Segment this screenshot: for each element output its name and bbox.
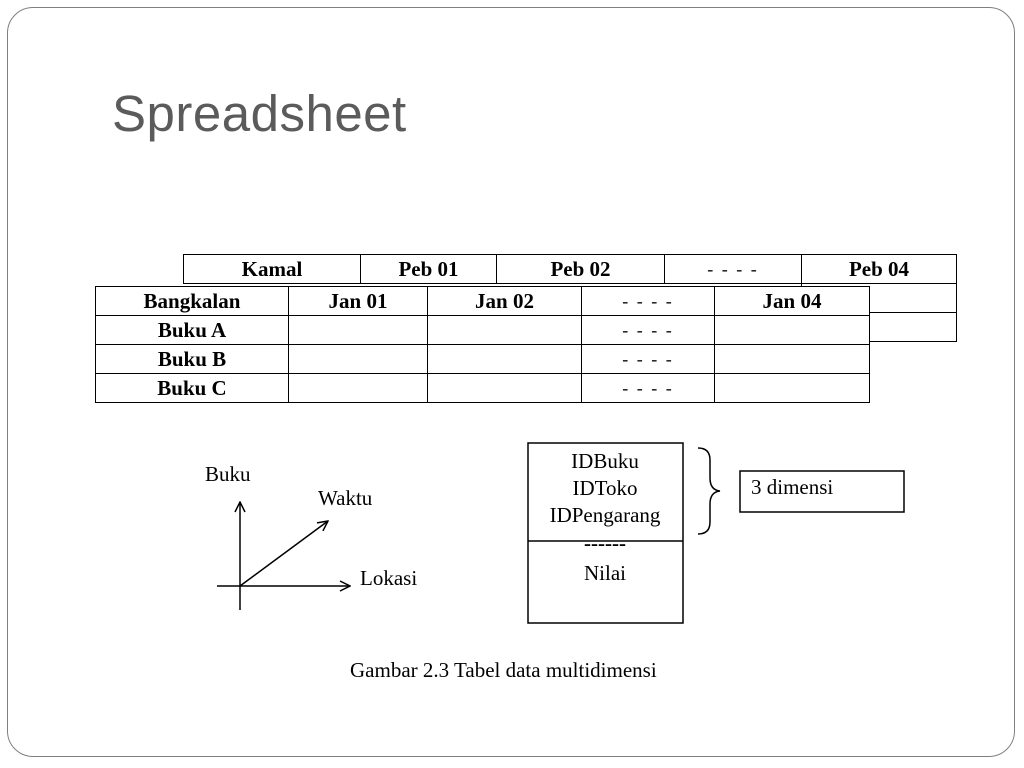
key-item: IDToko — [572, 476, 638, 500]
back-table-cell: Peb 01 — [360, 254, 497, 284]
front-table-cell: Buku C — [95, 373, 289, 403]
slide-frame — [7, 7, 1015, 757]
key-item: IDPengarang — [549, 503, 661, 527]
axis-label-y: Buku — [205, 462, 251, 486]
measure-label: Nilai — [584, 561, 626, 585]
key-separator: ------ — [584, 531, 626, 555]
back-table-cell: - - - - — [664, 254, 802, 284]
back-table: Kamal Peb 01 Peb 02 - - - - Peb 04 — [183, 254, 957, 342]
back-table-cell: Kamal — [183, 254, 361, 284]
diagonal-axis-arrow — [239, 521, 328, 587]
front-table-cell — [714, 315, 870, 345]
back-table-cell: Peb 02 — [496, 254, 665, 284]
dimension-box — [739, 470, 905, 513]
front-table-cell: Bangkalan — [95, 286, 289, 316]
front-table-cell: - - - - — [581, 286, 715, 316]
front-table-cell: Buku B — [95, 344, 289, 374]
front-table-cell — [288, 373, 428, 403]
key-box-keys: IDBuku IDToko IDPengarang — [528, 448, 682, 529]
front-table-row: Buku C - - - - — [95, 373, 870, 403]
front-table-cell: Jan 02 — [427, 286, 582, 316]
front-table-header-row: Bangkalan Jan 01 Jan 02 - - - - Jan 04 — [95, 286, 870, 316]
front-table-cell — [427, 373, 582, 403]
figure-caption: Gambar 2.3 Tabel data multidimensi — [350, 658, 657, 682]
key-item: IDBuku — [571, 449, 639, 473]
front-table-cell — [714, 373, 870, 403]
dimension-label: 3 dimensi — [751, 475, 834, 499]
front-table-cell: Jan 01 — [288, 286, 428, 316]
front-table-row: Buku B - - - - — [95, 344, 870, 374]
axis-label-diagonal: Waktu — [318, 486, 373, 510]
slide-title: Spreadsheet — [112, 85, 407, 142]
front-table-cell — [288, 344, 428, 374]
front-table-cell: - - - - — [581, 315, 715, 345]
curly-brace-icon — [697, 447, 721, 535]
front-table: Bangkalan Jan 01 Jan 02 - - - - Jan 04 B… — [95, 286, 870, 403]
front-table-cell: - - - - — [581, 344, 715, 374]
front-table-cell — [288, 315, 428, 345]
front-table-cell: - - - - — [581, 373, 715, 403]
front-table-cell: Buku A — [95, 315, 289, 345]
front-table-cell — [714, 344, 870, 374]
key-box — [527, 442, 684, 624]
front-table-cell: Jan 04 — [714, 286, 870, 316]
back-table-header-row: Kamal Peb 01 Peb 02 - - - - Peb 04 — [183, 254, 957, 284]
axis-label-x: Lokasi — [360, 566, 418, 590]
back-table-cell: Peb 04 — [801, 254, 957, 284]
